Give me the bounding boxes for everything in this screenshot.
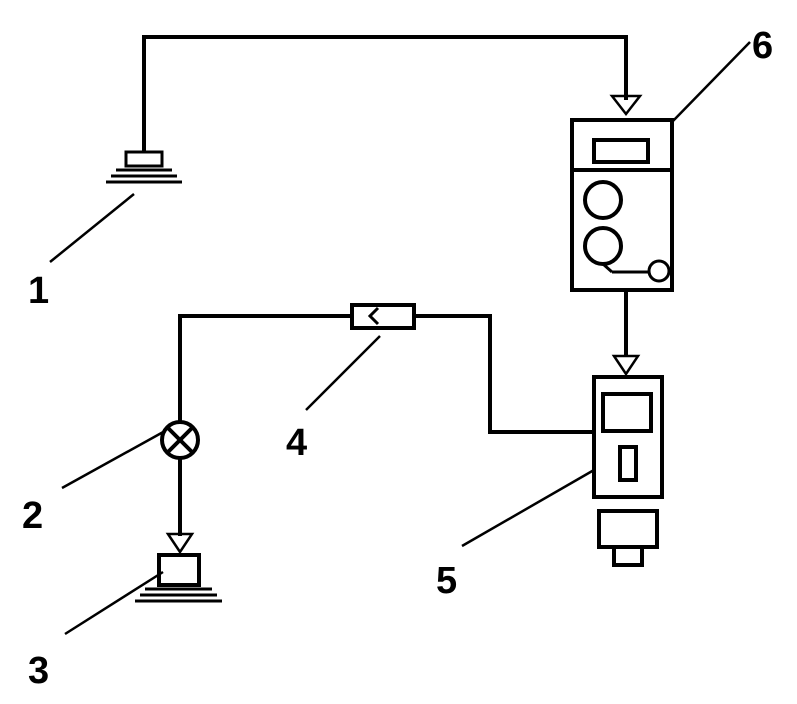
label-5: 5 bbox=[436, 560, 457, 602]
component-1-source bbox=[106, 150, 182, 184]
arrowhead-into-3 bbox=[165, 532, 195, 555]
label-4: 4 bbox=[286, 422, 307, 464]
component-3-receiver bbox=[135, 553, 222, 603]
leader-line-2 bbox=[61, 429, 166, 490]
leader-line-1 bbox=[49, 193, 135, 263]
line-5-to-4 bbox=[414, 314, 594, 434]
arrowhead-into-6 bbox=[609, 94, 643, 117]
component-5-unit bbox=[592, 375, 664, 567]
label-6: 6 bbox=[752, 25, 773, 67]
leader-line-6 bbox=[671, 41, 751, 123]
label-3: 3 bbox=[28, 650, 49, 692]
label-2: 2 bbox=[22, 495, 43, 537]
component-6-unit bbox=[570, 118, 674, 292]
leader-line-3 bbox=[64, 570, 164, 636]
component-4-check-valve bbox=[350, 303, 416, 330]
line-1-to-6 bbox=[142, 35, 628, 152]
leader-line-5 bbox=[461, 468, 595, 548]
component-2-x-circle-icon bbox=[160, 420, 200, 460]
line-4-to-2 bbox=[178, 314, 352, 421]
arrowhead-into-5 bbox=[611, 354, 641, 377]
label-1: 1 bbox=[28, 270, 49, 312]
leader-line-4 bbox=[305, 335, 381, 411]
